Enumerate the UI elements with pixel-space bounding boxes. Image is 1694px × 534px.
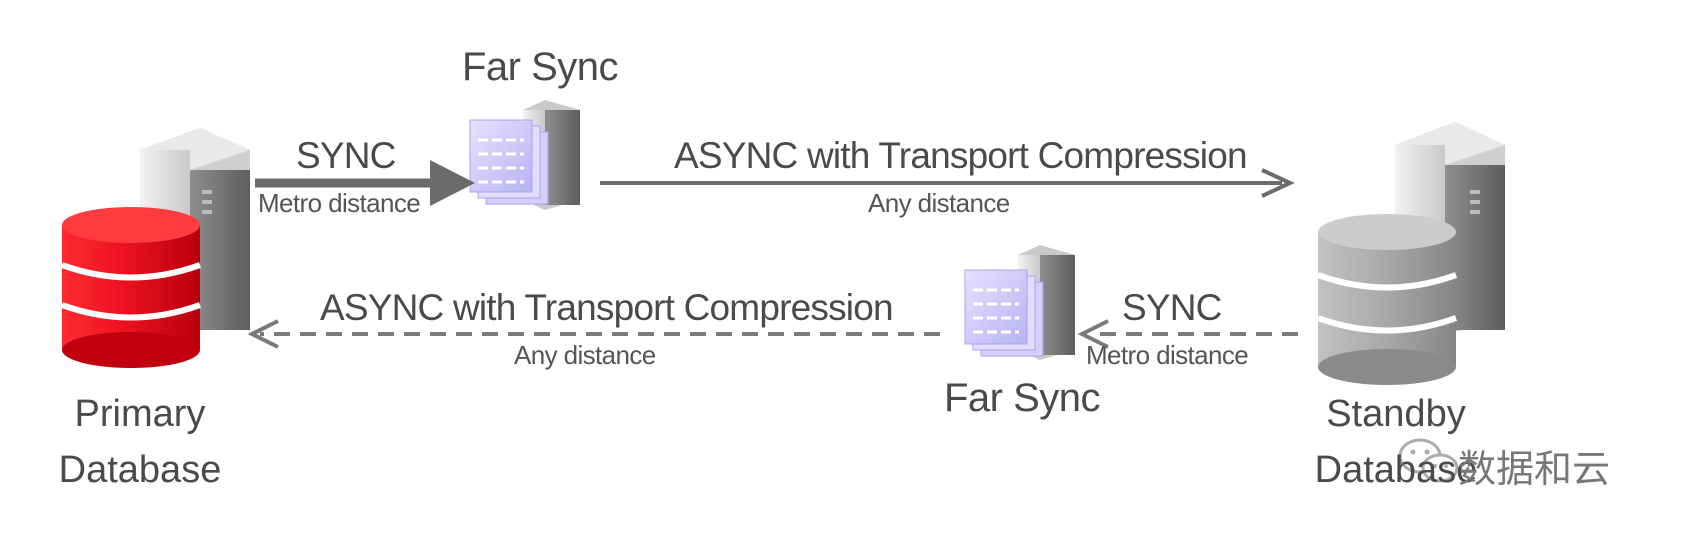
arrow-farsync-to-standby <box>600 168 1295 198</box>
standby-label-line2: Database <box>1314 449 1478 491</box>
standby-database-label: Standby Database <box>1296 386 1496 498</box>
metro-distance-bottom-label: Metro distance <box>1086 340 1249 370</box>
arrow-primary-to-farsync <box>255 160 475 206</box>
metro-distance-top-label: Metro distance <box>258 188 421 218</box>
standby-database-icon <box>1316 122 1505 385</box>
standby-label-line1: Standby <box>1326 393 1466 435</box>
sync-mode-top-label: SYNC <box>296 135 396 176</box>
far-sync-bottom-icon <box>964 245 1075 360</box>
sync-mode-bottom-label: SYNC <box>1122 287 1222 328</box>
primary-database-label: Primary Database <box>40 386 240 498</box>
any-distance-bottom-label: Any distance <box>514 340 656 370</box>
far-sync-top-label: Far Sync <box>462 45 619 89</box>
async-top-label: ASYNC with Transport Compression <box>674 135 1248 176</box>
primary-label-line1: Primary <box>74 393 206 435</box>
primary-label-line2: Database <box>58 449 222 491</box>
primary-database-icon <box>60 128 250 368</box>
watermark-logo-icon <box>1398 438 1459 483</box>
far-sync-top-icon <box>469 100 580 210</box>
watermark-text: 数据和云 <box>1458 447 1611 491</box>
async-bottom-label: ASYNC with Transport Compression <box>320 287 894 328</box>
arrow-standby-to-farsync <box>1077 319 1298 349</box>
any-distance-top-label: Any distance <box>868 188 1010 218</box>
arrow-farsync-to-primary <box>247 319 940 349</box>
far-sync-bottom-label: Far Sync <box>944 376 1101 420</box>
